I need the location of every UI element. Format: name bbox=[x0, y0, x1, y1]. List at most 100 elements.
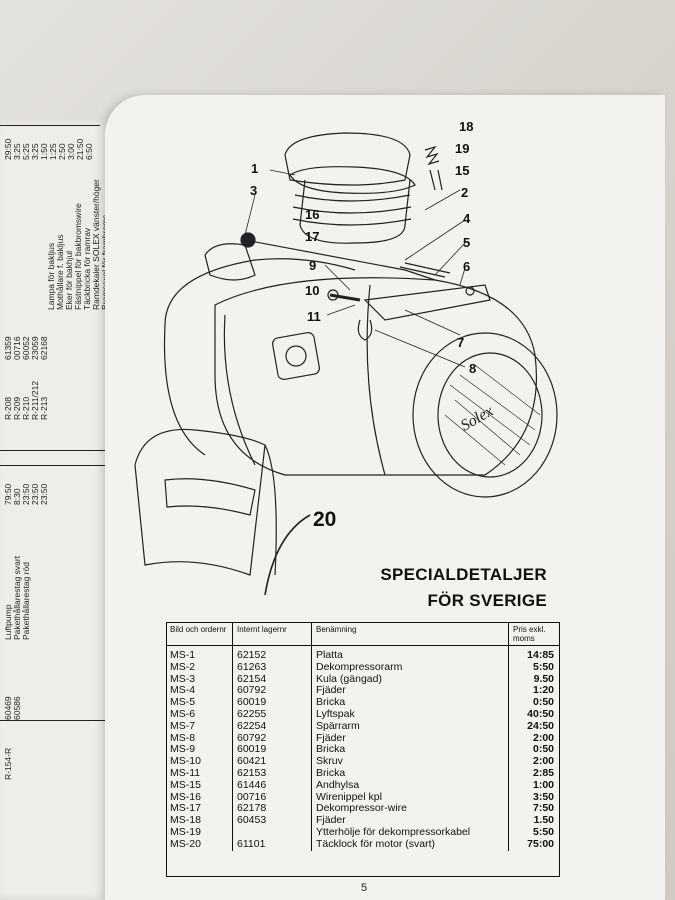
cell-stock: 61446 bbox=[232, 779, 312, 792]
cell-price: 40:50 bbox=[508, 708, 560, 721]
heading-line-1: SPECIALDETALJER bbox=[380, 565, 547, 584]
callout-15: 15 bbox=[455, 163, 470, 178]
engine-drum bbox=[214, 277, 538, 476]
cell-name: Kula (gängad) bbox=[311, 673, 509, 686]
roller-inner bbox=[437, 352, 543, 478]
cover-slot bbox=[164, 478, 256, 516]
cell-ref: MS-10 bbox=[170, 755, 201, 768]
cell-price: 5:50 bbox=[508, 826, 560, 839]
cell-name: Fjäder bbox=[311, 685, 509, 698]
cell-price: 9.50 bbox=[508, 673, 560, 686]
cell-name: Wirenippel kpl bbox=[311, 791, 509, 804]
callout-20: 20 bbox=[313, 508, 337, 531]
left-bottom-numbers: 60469 60586 bbox=[3, 696, 22, 720]
leader-11 bbox=[326, 304, 356, 316]
parts-table: Bild och ordernr Internt lagernr Benämni… bbox=[166, 622, 560, 851]
cell-ref: MS-8 bbox=[170, 731, 196, 744]
cell-name: Ytterhölje för dekompressorkabel bbox=[311, 826, 509, 839]
tank-side bbox=[163, 324, 206, 456]
cell-price: 1:20 bbox=[508, 685, 560, 698]
leader-1 bbox=[269, 169, 296, 176]
cell-price: 2:00 bbox=[508, 732, 560, 745]
header-ref: Bild och ordernr bbox=[166, 622, 233, 646]
ball-part bbox=[240, 232, 256, 248]
cell-stock: 00716 bbox=[232, 791, 312, 804]
divider bbox=[0, 125, 100, 126]
callout-4: 4 bbox=[463, 211, 471, 226]
left-top-descriptions: Lampa för bakljus Mothållare f. bakljus … bbox=[46, 179, 110, 310]
cell-price: 24:50 bbox=[508, 720, 560, 733]
leader-9 bbox=[324, 264, 351, 291]
page-number: 5 bbox=[361, 882, 368, 894]
cell-ref: MS-4 bbox=[170, 684, 196, 697]
left-bottom-descriptions: Luftpump Pakethållarestag svart Pakethål… bbox=[3, 555, 31, 640]
header-name: Benämning bbox=[311, 622, 509, 646]
cell-name: Platta bbox=[311, 645, 509, 662]
cell-stock: 60019 bbox=[232, 744, 312, 757]
tank-top bbox=[164, 258, 356, 326]
callout-11: 11 bbox=[307, 309, 321, 324]
callout-9: 9 bbox=[309, 258, 317, 273]
left-top-numbers: 61359 00716 60052 23059 62168 bbox=[3, 336, 49, 360]
callout-1: 1 bbox=[251, 161, 259, 176]
cell-name: Fjäder bbox=[311, 814, 509, 827]
cell-stock: 60421 bbox=[232, 755, 312, 768]
callout-5: 5 bbox=[463, 235, 471, 250]
cell-price: 2:00 bbox=[508, 755, 560, 768]
engine-exploded-diagram bbox=[134, 132, 558, 595]
cell-price: 7:50 bbox=[508, 803, 560, 816]
cell-stock: 62152 bbox=[232, 645, 312, 662]
left-bottom-codes: R-154-R bbox=[3, 747, 13, 780]
cell-ref: MS-5 bbox=[170, 696, 196, 709]
cell-stock: 62178 bbox=[232, 803, 312, 816]
cell-ref: MS-17 bbox=[170, 802, 201, 815]
callout-6: 6 bbox=[463, 259, 471, 274]
left-top-prices: 29:50 3:25 5:25 3:25 1:50 1:25 2:50 3:00… bbox=[3, 138, 94, 160]
drum-line bbox=[223, 314, 256, 466]
cell-price: 1.50 bbox=[508, 814, 560, 827]
divider bbox=[0, 720, 118, 721]
cell-stock: 62153 bbox=[232, 767, 312, 780]
cover-rim bbox=[264, 444, 277, 576]
callout-18: 18 bbox=[459, 119, 474, 134]
left-top-codes: R-208 R-209 R-210 R-211/212 R-213 bbox=[3, 380, 49, 420]
leader-3 bbox=[244, 194, 256, 236]
cell-ref: MS-7 bbox=[170, 719, 196, 732]
callout-8: 8 bbox=[469, 361, 477, 376]
flange bbox=[272, 332, 320, 380]
cell-ref: MS-9 bbox=[170, 743, 196, 756]
cell-price: 0:50 bbox=[508, 696, 560, 709]
drum-seam bbox=[366, 284, 386, 476]
cell-ref: MS-18 bbox=[170, 814, 201, 827]
cell-ref: MS-16 bbox=[170, 790, 201, 803]
spring-8 bbox=[357, 319, 373, 341]
divider bbox=[0, 450, 118, 451]
cylinder-fins bbox=[292, 194, 412, 226]
cell-name: Spärrarm bbox=[311, 720, 509, 733]
leader-5 bbox=[434, 242, 466, 276]
leader-6 bbox=[459, 267, 466, 286]
fuel-cap bbox=[204, 243, 256, 281]
callout-16: 16 bbox=[305, 207, 320, 222]
cell-name: Lyftspak bbox=[311, 708, 509, 721]
decompressor-rod bbox=[244, 239, 436, 281]
cell-stock: 62255 bbox=[232, 708, 312, 721]
table-header-row: Bild och ordernr Internt lagernr Benämni… bbox=[166, 622, 560, 646]
roller bbox=[412, 332, 558, 498]
cell-stock: 60792 bbox=[232, 685, 312, 698]
cell-price: 14:85 bbox=[508, 645, 560, 662]
cell-ref: MS-2 bbox=[170, 660, 196, 673]
motor-cover bbox=[134, 428, 266, 576]
cell-ref: MS-6 bbox=[170, 707, 196, 720]
left-bottom-prices: 79:50 8:30 23:50 23:50 23:50 bbox=[3, 483, 49, 505]
cell-price: 75:00 bbox=[508, 838, 560, 851]
leader-4 bbox=[404, 219, 466, 261]
